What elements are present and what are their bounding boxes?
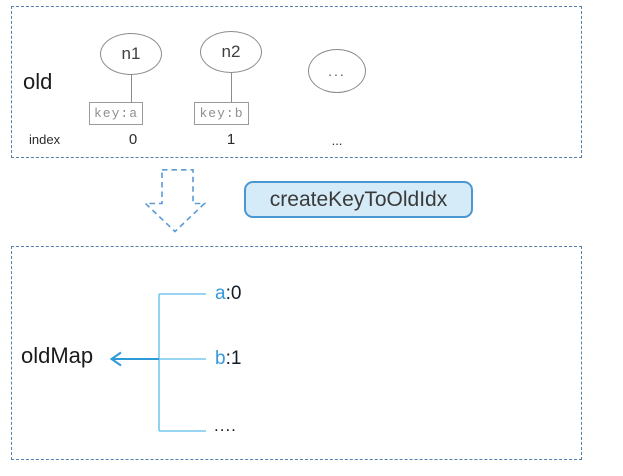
index-ellipsis: ...: [331, 133, 343, 148]
node-ellipsis: ...: [308, 49, 366, 93]
node-n1-label: n1: [121, 44, 141, 63]
create-key-to-old-idx-label: createKeyToOldIdx: [269, 187, 448, 211]
dashed-down-arrow-icon: [143, 169, 207, 233]
node-n1-ellipse: n1: [100, 33, 162, 75]
index-label: index: [29, 132, 61, 147]
oldmap-box: oldMap a:0 b:1 ....: [11, 246, 582, 460]
node-n2-ellipse: n2: [200, 31, 262, 73]
oldmap-label: oldMap: [21, 343, 94, 368]
old-label: old: [23, 69, 53, 94]
node-n2-key-box: key:b: [194, 102, 249, 125]
node-n2-label: n2: [221, 42, 241, 61]
map-entry-a-value: :0: [225, 283, 242, 304]
map-entry-b-key: b: [215, 348, 226, 369]
map-bracket-and-arrow: [109, 293, 206, 432]
node-n2-connector-line: [231, 73, 232, 102]
node-n1-key-label: key:a: [93, 106, 138, 121]
map-entry-b-value: :1: [225, 348, 242, 369]
map-entry-a: a:0: [215, 283, 241, 305]
create-key-to-old-idx-pill: createKeyToOldIdx: [244, 181, 473, 218]
node-ellipsis-label: ...: [328, 63, 346, 79]
map-entry-a-key: a: [215, 283, 226, 304]
index-value-0: 0: [128, 131, 138, 148]
left-arrow-icon: [109, 351, 159, 367]
old-list-box: old n1 key:a n2 key:b ... index 0 1 ...: [11, 6, 582, 158]
node-n2-key-label: key:b: [199, 106, 244, 121]
node-n1-connector-line: [131, 75, 132, 102]
index-value-1: 1: [226, 131, 236, 148]
node-n1-key-box: key:a: [89, 102, 143, 125]
map-entry-ellipsis: ....: [214, 416, 237, 435]
map-entry-b: b:1: [215, 348, 241, 370]
